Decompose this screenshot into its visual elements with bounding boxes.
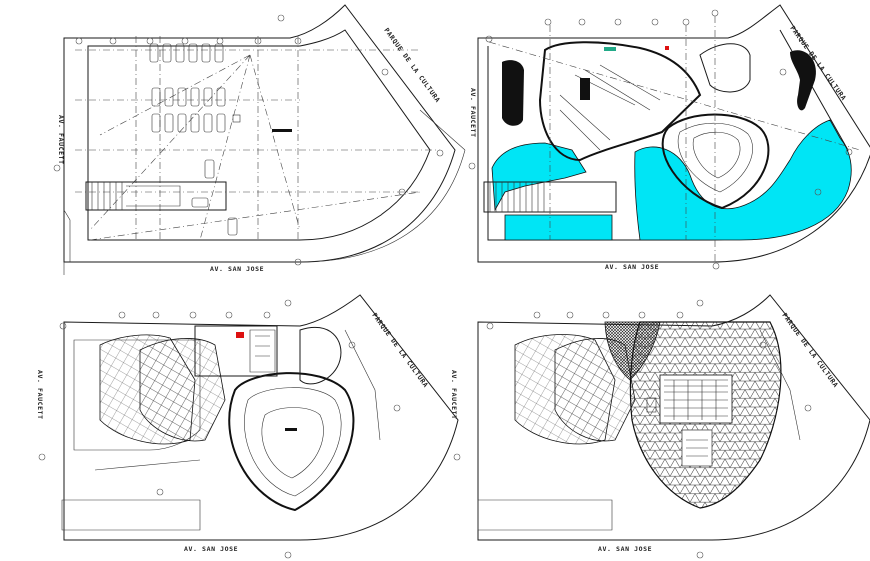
street-label-faucett: AV. FAUCETT <box>57 115 65 165</box>
street-label-parque: PARQUE DE LA CULTURA <box>780 311 840 389</box>
pool-bottom <box>504 214 613 241</box>
pool-right <box>634 119 852 241</box>
street-label-parque: PARQUE DE LA CULTURA <box>370 311 430 389</box>
plan-ground-level: AV. SAN JOSE AV. FAUCETT PARQUE DE LA CU… <box>468 4 870 271</box>
street-label-san-jose: AV. SAN JOSE <box>184 545 238 553</box>
plan-roof-level: AV. SAN JOSE AV. FAUCETT PARQUE DE LA CU… <box>450 294 870 559</box>
garden-right <box>790 50 816 111</box>
street-label-san-jose: AV. SAN JOSE <box>210 265 264 273</box>
street-label-faucett: AV. FAUCETT <box>36 370 44 420</box>
street-label-san-jose: AV. SAN JOSE <box>605 263 659 271</box>
pool-left <box>491 142 587 212</box>
plan-parking-level: AV. SAN JOSE AV. FAUCETT PARQUE DE LA CU… <box>53 4 466 275</box>
garden-left <box>502 60 524 126</box>
street-label-faucett: AV. FAUCETT <box>450 370 458 420</box>
plan-upper-level: AV. SAN JOSE AV. FAUCETT PARQUE DE LA CU… <box>36 294 459 559</box>
street-label-san-jose: AV. SAN JOSE <box>598 545 652 553</box>
street-label-faucett: AV. FAUCETT <box>469 88 477 138</box>
